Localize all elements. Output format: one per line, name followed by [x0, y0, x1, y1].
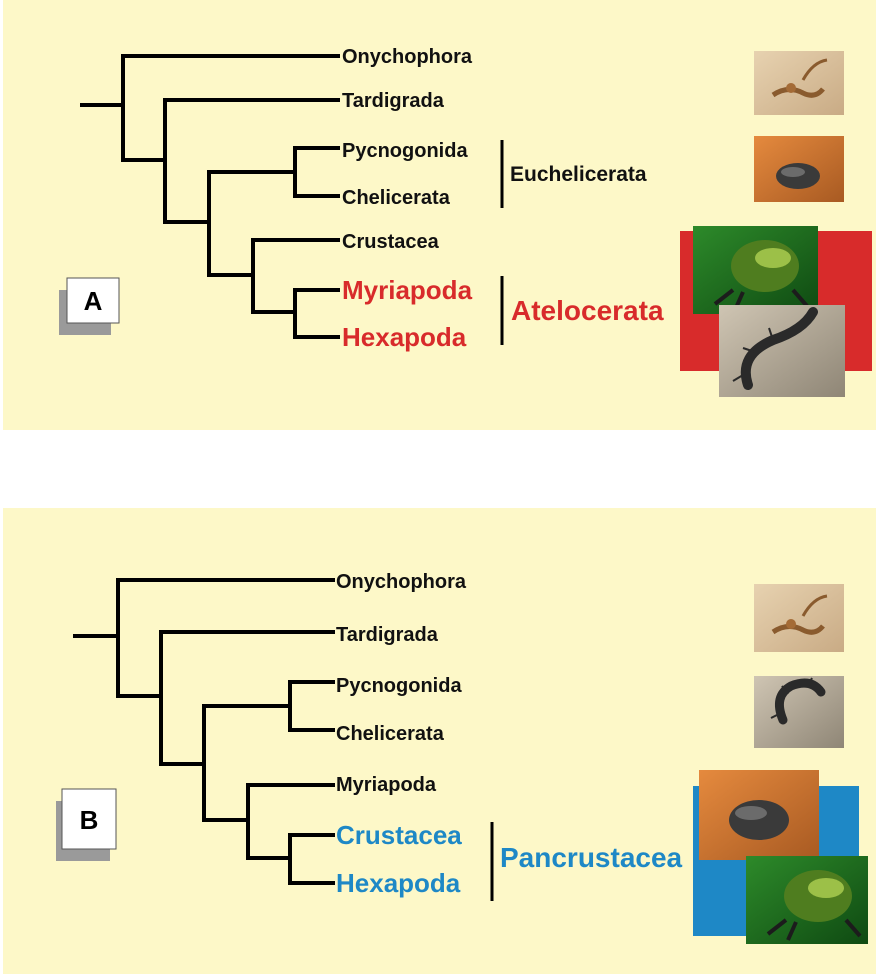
beetle-photo: [746, 856, 868, 944]
tree-branches-a: [82, 56, 338, 337]
cladogram-b: Onychophora Tardigrada Pycnogonida Cheli…: [3, 508, 876, 974]
panel-b: Onychophora Tardigrada Pycnogonida Cheli…: [3, 508, 876, 974]
panel-label-b: B: [80, 805, 99, 835]
taxon-crustacea: Crustacea: [336, 820, 462, 850]
panel-a: Onychophora Tardigrada Pycnogonida Cheli…: [3, 0, 876, 430]
taxon-hexapoda: Hexapoda: [342, 322, 467, 352]
taxon-onychophora: Onychophora: [342, 46, 473, 68]
taxon-pycnogonida: Pycnogonida: [336, 675, 462, 697]
scorpion-photo: [754, 584, 844, 652]
scorpion-photo: [754, 51, 844, 115]
taxon-crustacea: Crustacea: [342, 231, 440, 253]
taxon-tardigrada: Tardigrada: [342, 90, 445, 112]
taxon-pycnogonida: Pycnogonida: [342, 140, 468, 162]
taxon-chelicerata: Chelicerata: [336, 723, 445, 745]
taxon-onychophora: Onychophora: [336, 571, 467, 593]
taxon-tardigrada: Tardigrada: [336, 624, 439, 646]
group-atelocerata: Atelocerata: [511, 295, 664, 326]
taxon-myriapoda: Myriapoda: [342, 275, 473, 305]
woodlouse-photo: [754, 136, 844, 202]
centipede-photo: [754, 676, 844, 748]
beetle-photo: [693, 226, 818, 314]
panel-label-a: A: [84, 286, 103, 316]
group-euchelicerata: Euchelicerata: [510, 163, 647, 186]
taxon-chelicerata: Chelicerata: [342, 187, 451, 209]
group-pancrustacea: Pancrustacea: [500, 842, 683, 873]
taxon-myriapoda: Myriapoda: [336, 774, 437, 796]
centipede-photo: [719, 305, 845, 397]
cladogram-a: Onychophora Tardigrada Pycnogonida Cheli…: [3, 0, 876, 430]
taxon-hexapoda: Hexapoda: [336, 868, 461, 898]
woodlouse-photo: [699, 770, 819, 860]
